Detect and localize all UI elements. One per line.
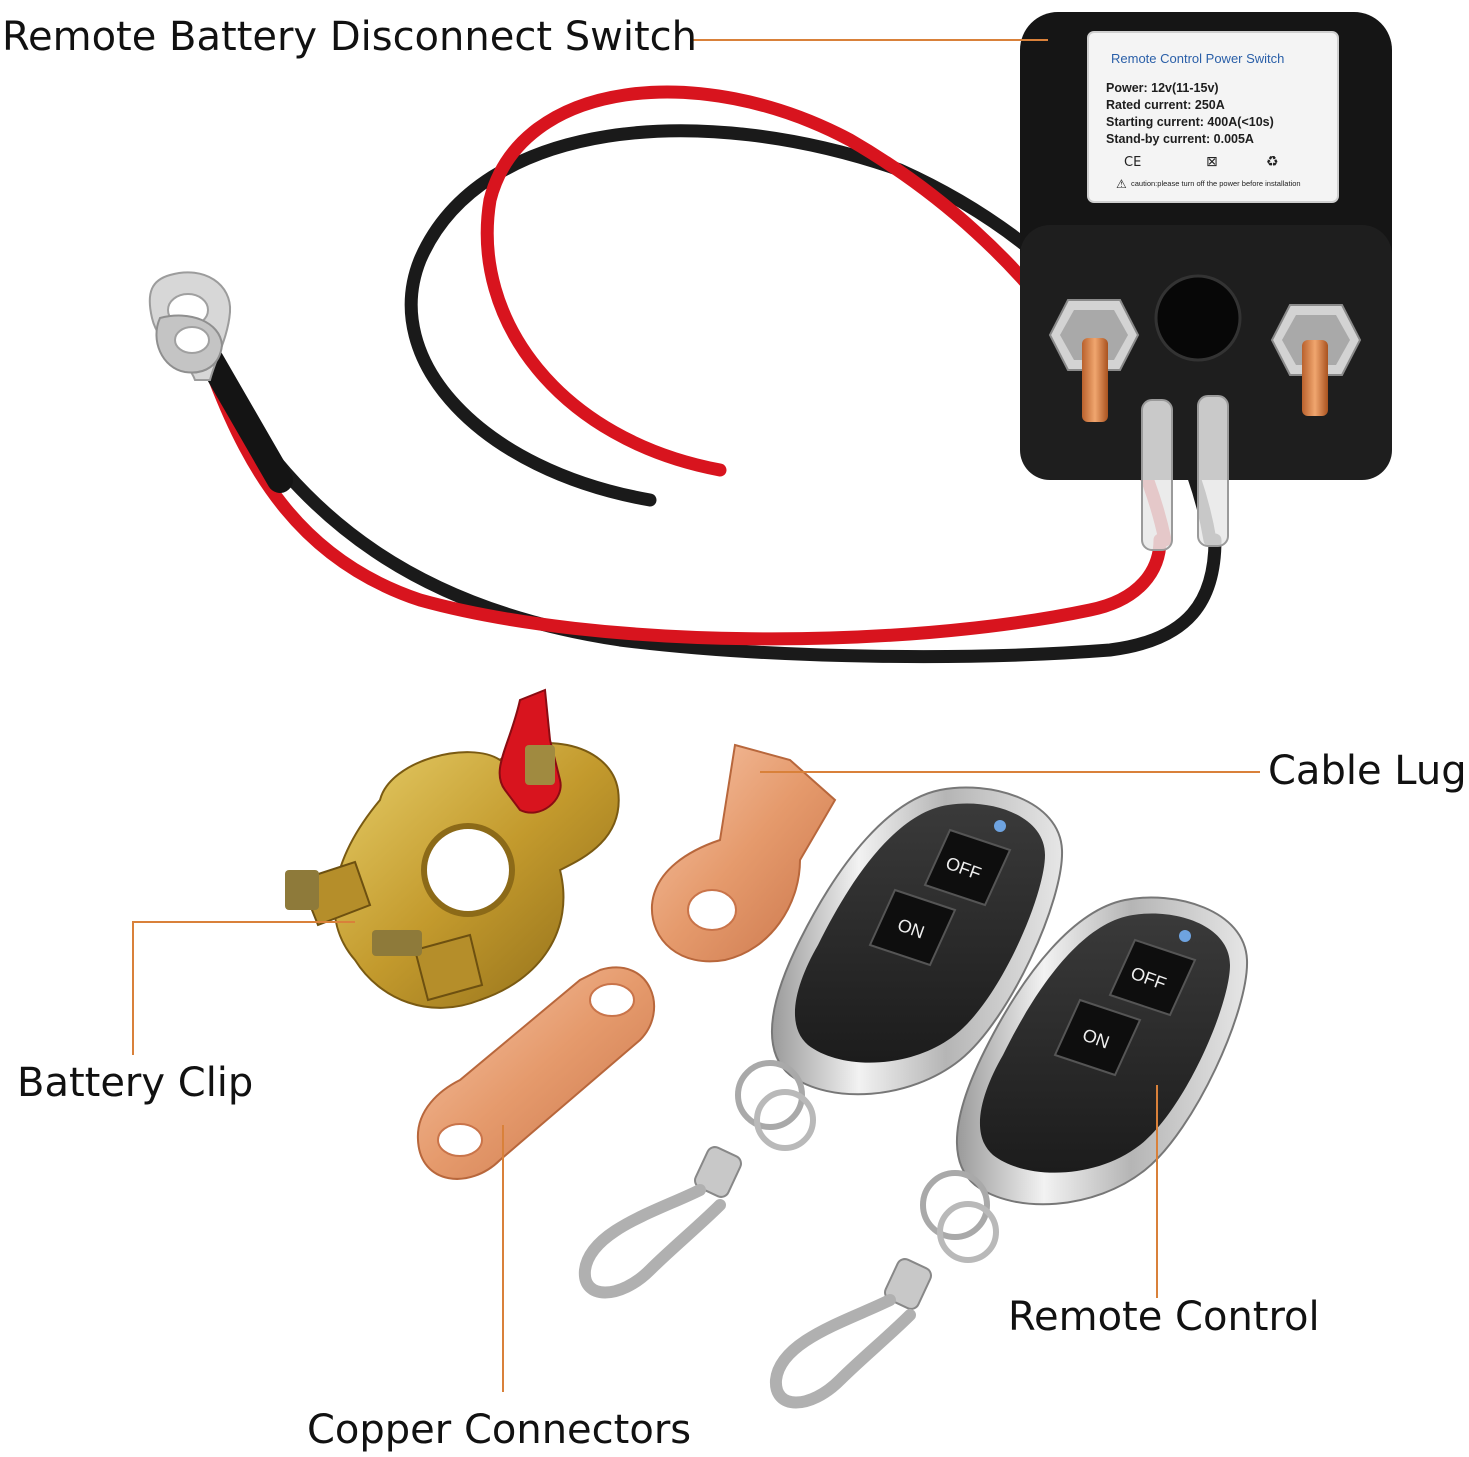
ring-terminal	[148, 271, 232, 381]
caution-icon: ⚠	[1116, 177, 1127, 191]
left-terminal-icon	[1048, 299, 1140, 422]
spade-connector-left	[1141, 399, 1173, 551]
remote-1-clasp-icon	[578, 1184, 726, 1299]
remote-control-2: OFF ON	[770, 896, 1249, 1409]
remote-1-led-icon	[994, 820, 1006, 832]
remote-2-led-icon	[1179, 930, 1191, 942]
remote-2-clasp-icon	[770, 1294, 916, 1409]
spade-connector-right	[1197, 395, 1229, 547]
callout-cable-lug: Cable Lug	[1268, 748, 1467, 794]
black-cable	[213, 373, 1222, 664]
remote-2-off-button[interactable]: OFF	[1108, 938, 1197, 1017]
shrink-tube	[192, 337, 293, 493]
device-label-caution: caution:please turn off the power before…	[1131, 179, 1301, 188]
red-cable	[208, 373, 1167, 646]
remote-2-on-button[interactable]: ON	[1053, 998, 1142, 1077]
device-label-line-3: Starting current: 400A(<10s)	[1106, 115, 1274, 129]
remote-2-key-ring-icon	[920, 1170, 990, 1240]
remote-1-off-button[interactable]: OFF	[923, 828, 1012, 907]
callout-battery-clip: Battery Clip	[17, 1060, 254, 1106]
device-label-line-2: Rated current: 250A	[1106, 98, 1225, 112]
callout-copper-connectors: Copper Connectors	[307, 1407, 692, 1453]
ce-mark-icon: CE	[1124, 155, 1141, 170]
remote-control-1: OFF ON	[578, 786, 1064, 1299]
switch-center-button	[1154, 274, 1242, 362]
copper-strip	[416, 966, 656, 1180]
device-label-line-1: Power: 12v(11-15v)	[1106, 81, 1219, 95]
disconnect-switch: Remote Control Power Switch Power: 12v(1…	[1020, 12, 1392, 551]
device-label-line-4: Stand-by current: 0.005A	[1106, 132, 1254, 146]
device-label-title: Remote Control Power Switch	[1111, 51, 1284, 66]
copper-cable-lug	[650, 743, 837, 963]
battery-clip	[285, 688, 620, 1009]
callout-remote-control: Remote Control	[1008, 1294, 1320, 1340]
battery-clip-leader-line	[132, 921, 355, 1055]
callout-remote-battery-disconnect-switch: Remote Battery Disconnect Switch	[2, 14, 697, 60]
weee-bin-icon: ⊠	[1206, 154, 1218, 170]
leader-lines	[132, 39, 1260, 1392]
remote-1-on-button[interactable]: ON	[868, 888, 957, 967]
recycle-icon: ♻	[1266, 154, 1279, 170]
right-terminal-icon	[1270, 304, 1362, 416]
